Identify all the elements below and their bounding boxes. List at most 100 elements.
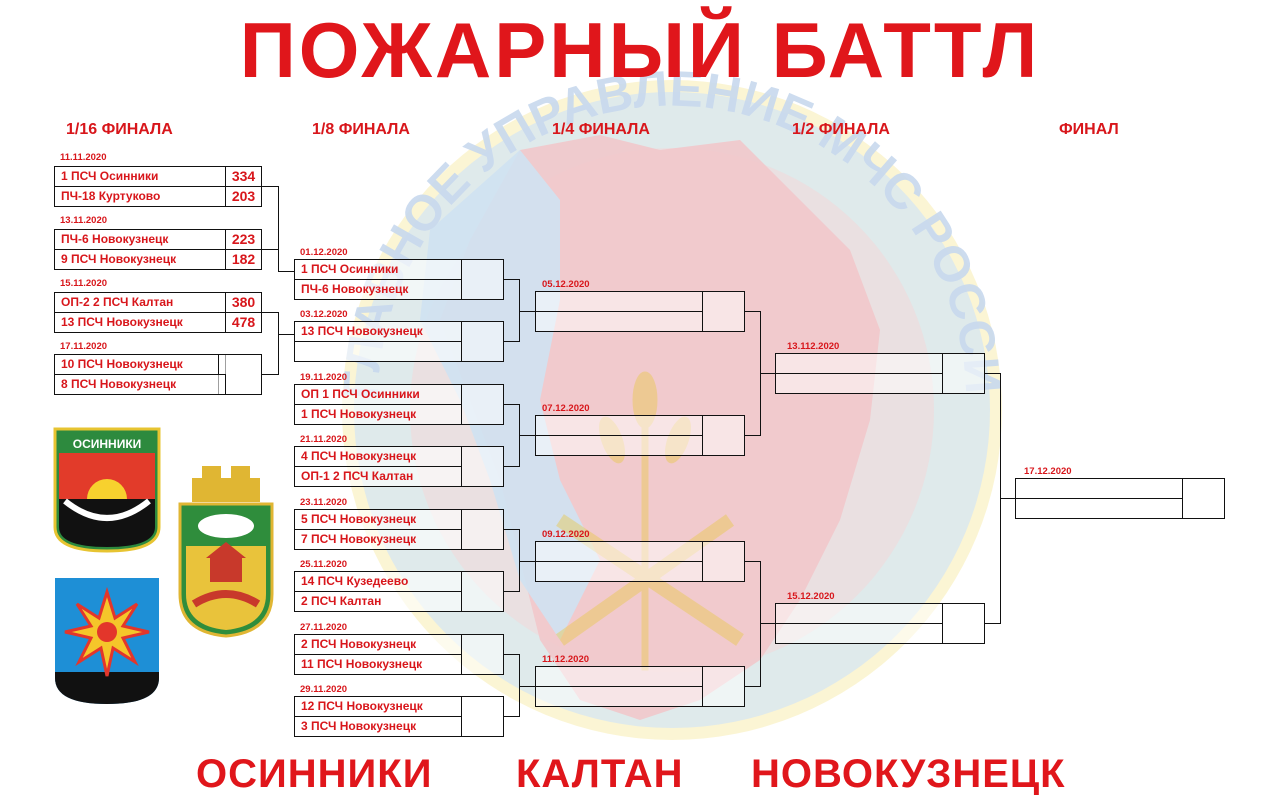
team-score: 182 <box>225 249 262 270</box>
team-score: 478 <box>225 312 262 333</box>
bracket-connector <box>262 186 279 188</box>
score-box <box>702 666 745 707</box>
team-slot: 2 ПСЧ Новокузнецк <box>294 634 462 655</box>
match-date: 21.11.2020 <box>300 434 348 445</box>
bracket-connector <box>519 686 535 688</box>
team-slot <box>535 311 703 332</box>
match-date: 15.12.2020 <box>787 591 835 602</box>
bracket-connector <box>519 529 521 593</box>
bracket-connector <box>504 654 520 656</box>
team-slot: ОП 1 ПСЧ Осинники <box>294 384 462 405</box>
city-kaltan: КАЛТАН <box>516 752 684 796</box>
team-slot: 13 ПСЧ Новокузнецк <box>294 321 462 342</box>
team-slot: ПЧ-6 Новокузнецк <box>294 279 462 300</box>
team-slot: 5 ПСЧ Новокузнецк <box>294 509 462 530</box>
team-score: 334 <box>225 166 262 187</box>
match-date: 01.12.2020 <box>300 247 348 258</box>
team-slot: ПЧ-6 Новокузнецк <box>54 229 226 250</box>
team-slot: 2 ПСЧ Калтан <box>294 591 462 612</box>
team-slot <box>535 435 703 456</box>
score-box <box>942 353 985 394</box>
team-slot <box>775 373 943 394</box>
bracket-connector <box>745 561 761 563</box>
team-slot <box>1015 478 1183 499</box>
score-box <box>702 541 745 582</box>
bracket-connector <box>985 373 1001 375</box>
city-novokuznetsk: НОВОКУЗНЕЦК <box>751 752 1066 796</box>
team-score: 203 <box>225 186 262 207</box>
team-slot <box>775 353 943 374</box>
svg-text:ОСИННИКИ: ОСИННИКИ <box>73 437 142 451</box>
bracket-connector <box>278 334 294 336</box>
bracket-connector <box>985 623 1001 625</box>
match-date: 05.12.2020 <box>542 279 590 290</box>
score-box <box>461 634 504 675</box>
match-date: 03.12.2020 <box>300 309 348 320</box>
bracket-connector <box>504 404 520 406</box>
bracket-connector <box>519 311 535 313</box>
team-slot: 13 ПСЧ Новокузнецк <box>54 312 226 333</box>
bracket-connector <box>519 435 535 437</box>
score-box <box>942 603 985 644</box>
team-slot <box>535 415 703 436</box>
score-box <box>702 415 745 456</box>
team-score: 223 <box>225 229 262 250</box>
team-slot: 14 ПСЧ Кузедеево <box>294 571 462 592</box>
round-header-r4: 1/4 ФИНАЛА <box>552 121 650 138</box>
team-score: 380 <box>225 292 262 313</box>
match-date: 17.12.2020 <box>1024 466 1072 477</box>
match-date: 11.11.2020 <box>60 152 107 163</box>
bracket-connector <box>504 591 520 593</box>
kaltan-coat-of-arms-icon <box>55 578 159 704</box>
team-slot <box>775 623 943 644</box>
bracket-connector <box>278 312 280 375</box>
page-title: ПОЖАРНЫЙ БАТТЛ <box>239 6 1041 94</box>
round-header-r16: 1/16 ФИНАЛА <box>66 121 173 138</box>
round-header-r2: 1/2 ФИНАЛА <box>792 121 890 138</box>
bracket-connector <box>262 312 279 314</box>
bracket-connector <box>504 466 520 468</box>
match-date: 11.12.2020 <box>542 654 590 665</box>
score-box <box>461 446 504 487</box>
team-slot <box>535 561 703 582</box>
score-box <box>461 571 504 612</box>
team-slot: 8 ПСЧ Новокузнецк <box>54 374 226 395</box>
novokuznetsk-coat-of-arms-icon <box>178 466 274 638</box>
city-osinniki: ОСИННИКИ <box>196 752 433 796</box>
round-header-final: ФИНАЛ <box>1059 121 1119 138</box>
round-header-r8: 1/8 ФИНАЛА <box>312 121 410 138</box>
score-box <box>461 509 504 550</box>
team-slot: 9 ПСЧ Новокузнецк <box>54 249 226 270</box>
match-date: 13.112.2020 <box>787 341 840 352</box>
team-slot <box>775 603 943 624</box>
score-box <box>461 384 504 425</box>
bracket-connector <box>504 279 520 281</box>
team-slot: 1 ПСЧ Новокузнецк <box>294 404 462 425</box>
score-box <box>461 259 504 300</box>
team-slot <box>535 666 703 687</box>
match-date: 17.11.2020 <box>60 341 108 352</box>
match-date: 13.11.2020 <box>60 215 108 226</box>
bracket-connector <box>760 373 775 375</box>
bracket-connector <box>504 716 520 718</box>
team-slot: ОП-2 2 ПСЧ Калтан <box>54 292 226 313</box>
team-slot: 7 ПСЧ Новокузнецк <box>294 529 462 550</box>
team-slot: 1 ПСЧ Осинники <box>54 166 226 187</box>
team-slot: 11 ПСЧ Новокузнецк <box>294 654 462 675</box>
bracket-connector <box>262 374 279 376</box>
match-date: 25.11.2020 <box>300 559 348 570</box>
team-slot <box>1015 498 1183 519</box>
team-slot: ОП-1 2 ПСЧ Калтан <box>294 466 462 487</box>
team-slot <box>535 291 703 312</box>
team-slot <box>294 341 462 362</box>
bracket-connector <box>504 341 520 343</box>
team-slot <box>535 686 703 707</box>
score-box <box>702 291 745 332</box>
bracket-connector <box>745 311 761 313</box>
bracket-connector <box>519 561 535 563</box>
bracket-connector <box>519 279 521 343</box>
score-box <box>1182 478 1225 519</box>
team-slot: 3 ПСЧ Новокузнецк <box>294 716 462 737</box>
match-date: 23.11.2020 <box>300 497 348 508</box>
score-box <box>461 696 504 737</box>
